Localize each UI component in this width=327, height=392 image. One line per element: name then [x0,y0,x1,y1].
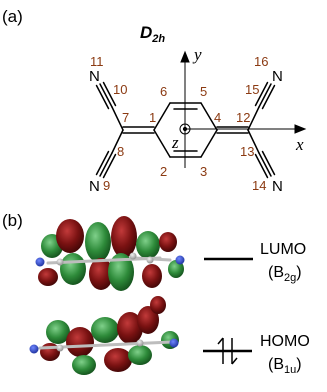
atom-number-3: 3 [200,164,207,179]
point-group-label: D2h [140,23,165,45]
atom-number-2: 2 [160,164,167,179]
homo-symmetry: (B1u) [268,356,302,376]
z-axis-label: z [171,133,179,152]
atom-number-14: 14 [252,178,266,193]
atom-number-6: 6 [160,84,167,99]
homo-label: HOMO [260,333,310,350]
atom-number-1: 1 [149,110,156,125]
panel-b-label: (b) [2,211,23,230]
atom-number-13: 13 [240,144,254,159]
lumo-label: LUMO [260,241,306,258]
atom-number-11: 11 [90,54,104,69]
atom-number-9: 9 [103,178,110,193]
nitrogen-16: N [272,68,283,85]
atom-number-8: 8 [117,144,124,159]
atom-number-10: 10 [113,82,127,97]
panel-a-label: (a) [2,7,23,26]
atom-number-12: 12 [236,110,250,125]
nitrogen-9: N [89,178,100,195]
atom-number-15: 15 [245,82,259,97]
lumo-orbital-image [35,216,185,291]
coordinate-axes [179,50,307,168]
homo-energy-level [203,337,252,365]
nitrogen-11: N [89,68,100,85]
atom-number-4: 4 [214,110,221,125]
electron-down-arrow-icon [231,338,238,365]
electron-up-arrow-icon [217,337,224,364]
tcnq-skeleton [95,81,276,179]
lumo-symmetry: (B2g) [268,264,302,284]
y-axis-label: y [192,45,202,64]
atom-number-16: 16 [254,54,268,69]
homo-orbital-image [29,296,179,375]
nitrogen-14: N [272,178,283,195]
atom-number-7: 7 [122,110,129,125]
atom-number-5: 5 [200,84,207,99]
x-axis-label: x [295,135,304,154]
